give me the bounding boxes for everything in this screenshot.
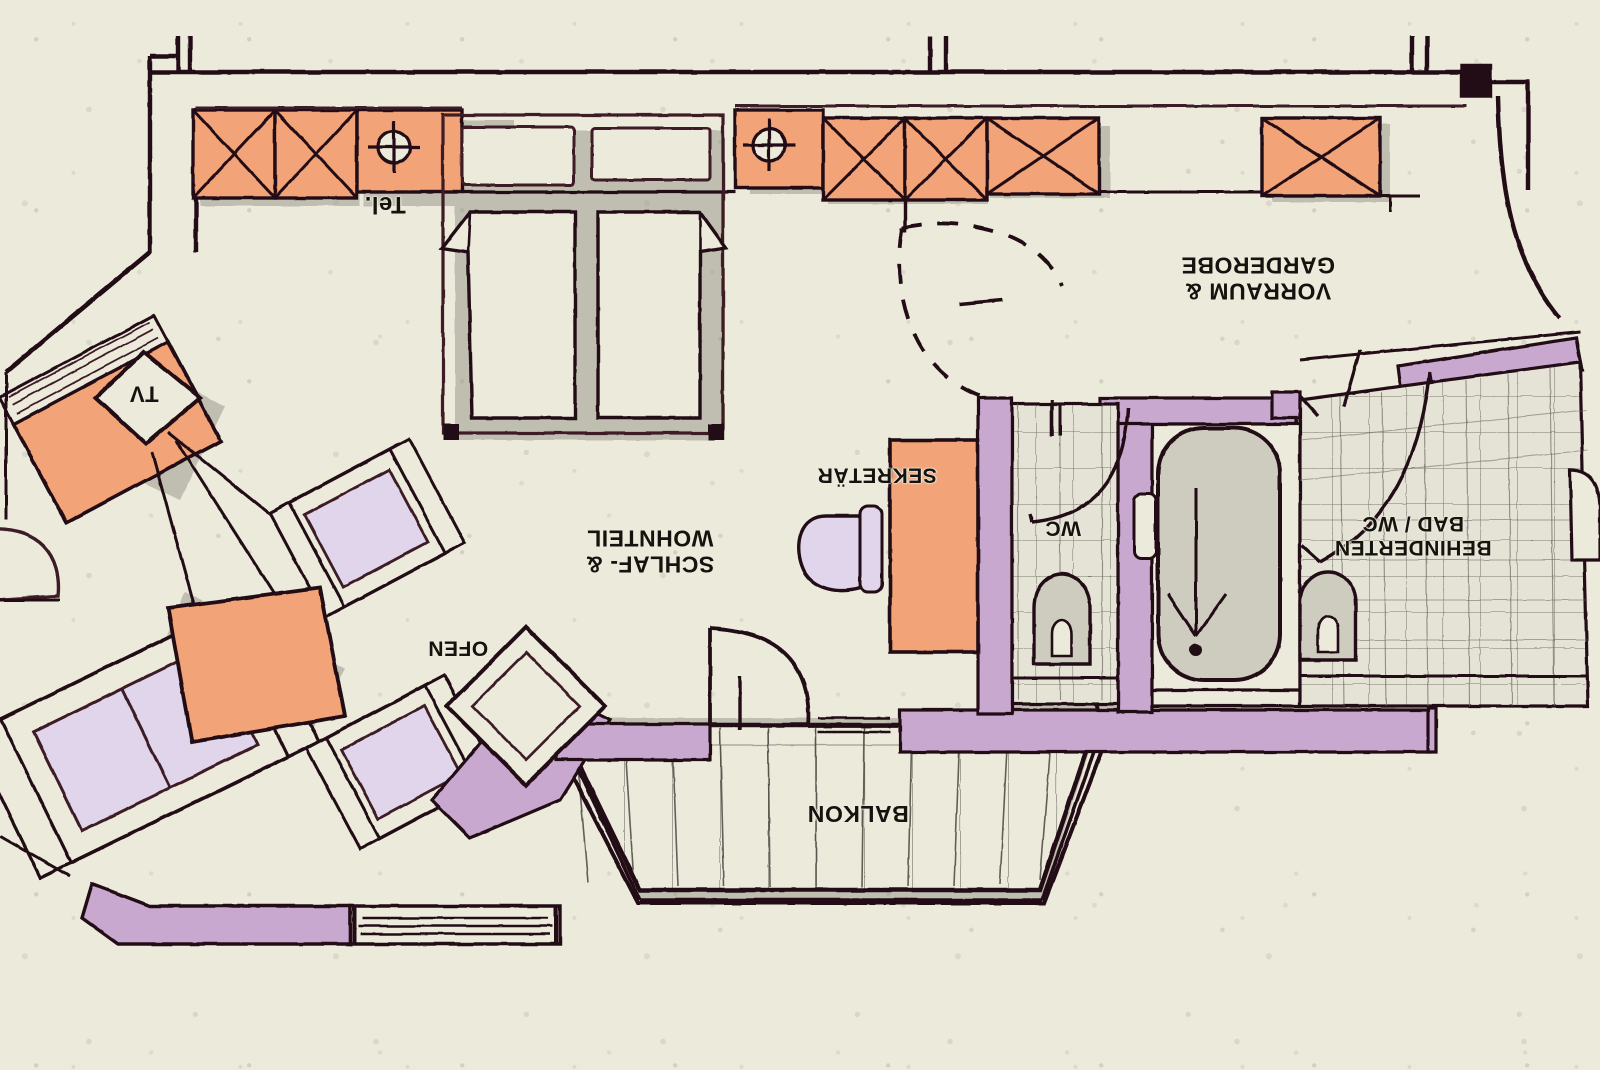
balcony-floor [547,722,1102,902]
armchair-3 [0,527,61,602]
toilet-wc [1032,572,1092,666]
outlet-1-icon [368,121,420,173]
detail-lines [0,196,1581,878]
armchair-1 [267,436,467,620]
desk-chair [797,504,884,594]
stove [443,623,609,789]
balcony-door [708,626,898,734]
coffee-table [165,585,348,745]
tv-screen-icon [93,349,204,447]
tv-cabinet [0,313,224,526]
outlet-2-icon [743,119,795,171]
bed-group [438,113,730,440]
accessible-bath [1298,349,1600,708]
bathroom-tub [1132,422,1302,708]
desk-group [797,438,980,654]
lower-left-wall [80,881,562,946]
wc-room [1010,400,1130,706]
entry-swing-dashed [897,227,981,398]
bed-left [438,210,577,420]
wardrobe-row [191,104,1466,232]
toilet-accessible [1298,570,1358,662]
pillow-right [590,126,712,182]
pillow-left [460,125,576,187]
bathtub [1156,426,1282,682]
